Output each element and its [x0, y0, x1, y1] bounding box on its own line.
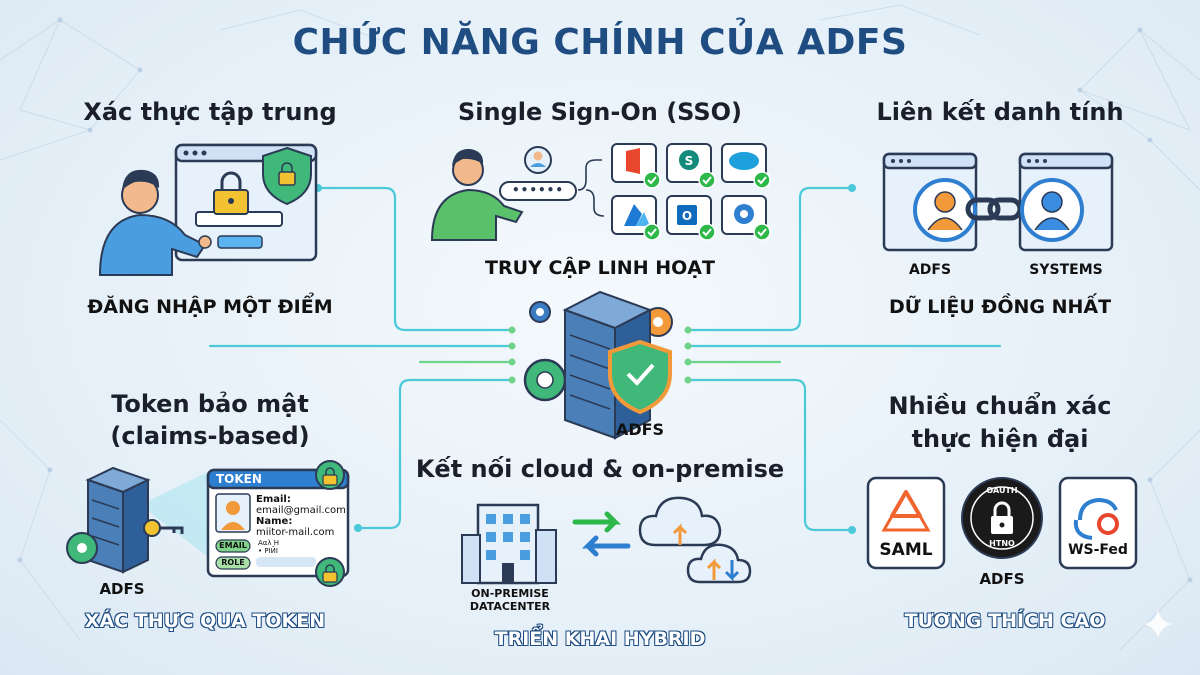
password-mask: •••••• — [511, 183, 565, 197]
federation-adfs-label: ADFS — [908, 262, 952, 278]
datacenter-label-line1: ON-PREMISE — [471, 587, 549, 600]
padlock-icon — [315, 460, 345, 490]
datacenter-label-line2: DATACENTER — [469, 600, 551, 613]
claim-email-badge: EMAIL — [219, 541, 247, 550]
wsfed-logo-icon — [1058, 476, 1138, 570]
app-tile-sharepoint-icon: S — [666, 143, 716, 189]
shield-lock-icon — [262, 146, 312, 206]
page-title: CHỨC NĂNG CHÍNH CỦA ADFS — [292, 22, 908, 63]
saml-logo-icon — [866, 476, 946, 570]
gear-icon — [529, 301, 551, 323]
token-heading-line2: (claims-based) — [110, 422, 310, 450]
center-adfs-label: ADFS — [615, 420, 665, 439]
password-field-icon — [499, 181, 577, 201]
shield-check-icon — [608, 339, 672, 415]
app-tile-salesforce-icon — [721, 143, 771, 189]
svg-text:O: O — [682, 209, 692, 223]
token-caption: XÁC THỰC QUA TOKEN — [84, 609, 326, 632]
app-tile-office-icon — [611, 143, 661, 189]
token-name-value: miitor-mail.com — [256, 527, 335, 538]
gear-icon — [66, 532, 98, 564]
token-header: TOKEN — [216, 472, 262, 486]
key-icon — [143, 519, 184, 537]
systems-window-icon — [1018, 152, 1114, 252]
avatar-circle-icon — [524, 146, 552, 174]
token-server-label: ADFS — [99, 580, 145, 598]
federation-caption: DỮ LIỆU ĐỒNG NHẤT — [888, 296, 1112, 318]
padlock-icon — [315, 557, 345, 587]
sync-arrows-icon — [572, 511, 631, 557]
claim-email-value: Aαλ H • РІӢІ — [258, 539, 280, 555]
standards-heading-line2: thực hiện đại — [911, 425, 1089, 453]
adfs-window-icon — [882, 152, 978, 252]
token-heading-line1: Token bảo mật — [111, 390, 309, 418]
token-heading: Token bảo mật (claims-based) — [60, 388, 360, 452]
cloud-icon — [638, 496, 752, 584]
user-figure-icon — [98, 169, 212, 276]
oauth-logo-icon — [961, 477, 1043, 559]
oauth-bottom-label: HTNO — [989, 539, 1015, 548]
claim-role-badge: ROLE — [221, 558, 245, 567]
token-card-icon — [206, 468, 350, 578]
padlock-icon — [213, 171, 249, 215]
app-tile-azure-icon — [611, 195, 661, 241]
gear-icon — [523, 358, 567, 402]
server-icon — [85, 466, 151, 574]
standards-caption: TƯƠNG THÍCH CAO — [904, 609, 1106, 632]
central-auth-heading: Xác thực tập trung — [83, 98, 337, 126]
standards-heading: Nhiều chuẩn xác thực hiện đại — [850, 390, 1150, 456]
central-auth-caption: ĐĂNG NHẬP MỘT ĐIỂM — [87, 296, 333, 318]
wsfed-label: WS-Fed — [1068, 542, 1128, 558]
sso-heading: Single Sign-On (SSO) — [457, 98, 743, 126]
svg-text:S: S — [685, 154, 694, 168]
app-tile-settings-icon — [721, 195, 771, 241]
token-name-label: Name: — [256, 516, 293, 527]
hybrid-caption: TRIỂN KHAI HYBRID — [494, 627, 706, 650]
federation-heading: Liên kết danh tính — [876, 98, 1124, 126]
datacenter-label: ON-PREMISE DATACENTER — [440, 587, 580, 613]
standards-adfs-label: ADFS — [979, 570, 1025, 588]
federation-systems-label: SYSTEMS — [1029, 262, 1103, 278]
oauth-top-label: OAUTH — [986, 486, 1018, 495]
app-tile-outlook-icon: O — [666, 195, 716, 241]
saml-label: SAML — [879, 540, 933, 560]
sso-caption: TRUY CẬP LINH HOẠT — [485, 257, 715, 279]
user-figure-icon — [430, 148, 524, 241]
standards-heading-line1: Nhiều chuẩn xác — [888, 392, 1112, 420]
token-email-value: email@gmail.com — [256, 505, 346, 516]
hybrid-heading: Kết nối cloud & on-premise — [415, 455, 785, 483]
datacenter-building-icon — [461, 503, 557, 585]
token-email-label: Email: — [256, 494, 291, 505]
